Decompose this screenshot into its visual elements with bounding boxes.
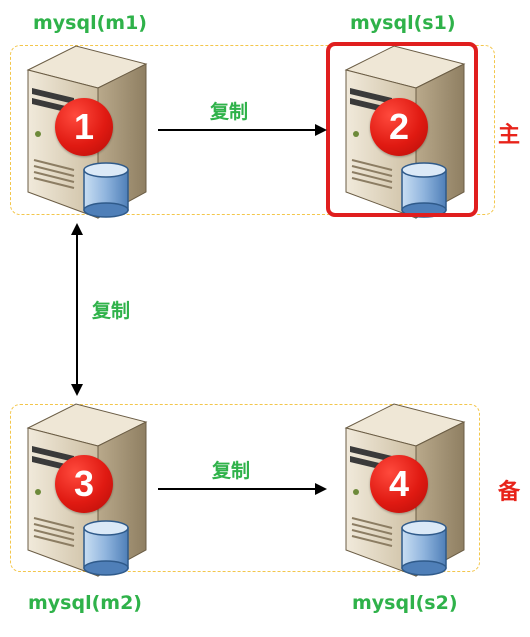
badge-m2: 3 [55,455,113,513]
node-label-s1: mysql(s1) [350,12,456,34]
primary-group-label: 主 [498,123,521,148]
edge-label-m1-m2: 复制 [92,300,131,322]
badge-m1: 1 [55,98,113,156]
edge-label-m2-s2: 复制 [212,460,251,482]
badge-s2: 4 [370,455,428,513]
node-label-m1: mysql(m1) [33,12,147,34]
node-label-m2: mysql(m2) [28,592,142,614]
edge-label-m1-s1: 复制 [210,101,249,123]
badge-s1: 2 [370,98,428,156]
backup-group-box [10,404,480,572]
node-label-s2: mysql(s2) [352,592,458,614]
s1-highlight-frame [326,42,478,217]
backup-group-label: 备 [498,480,521,505]
primary-group-box [10,45,495,215]
